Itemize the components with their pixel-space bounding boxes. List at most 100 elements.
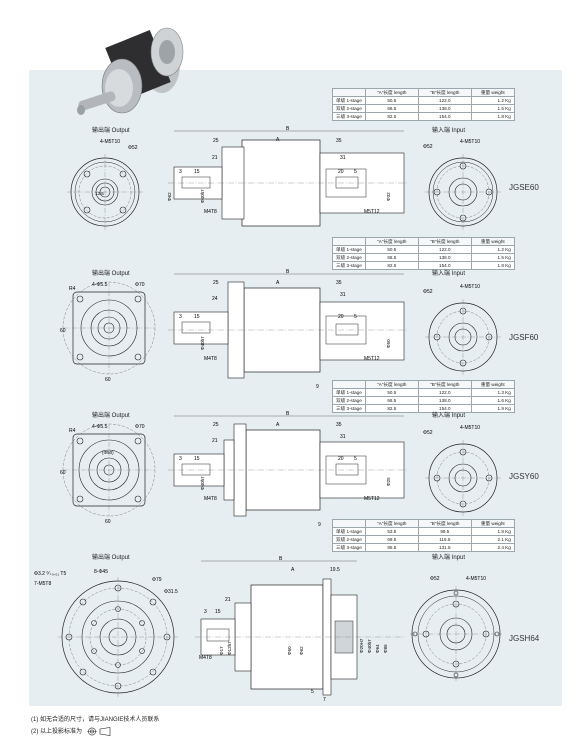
svg-text:M4T8: M4T8: [204, 356, 217, 362]
svg-text:Φ40h7: Φ40h7: [200, 476, 205, 490]
svg-text:60: 60: [60, 470, 66, 476]
svg-text:20: 20: [338, 314, 344, 320]
svg-text:Φ79: Φ79: [152, 577, 162, 583]
input-label: 输入端 Input: [432, 555, 466, 561]
svg-text:Φ64: Φ64: [375, 644, 380, 653]
svg-text:Φ52: Φ52: [423, 289, 433, 295]
svg-text:R4: R4: [69, 428, 76, 434]
svg-text:Φ62: Φ62: [299, 646, 304, 655]
output-flange-view-jgsh64: 8-Φ45 Φ3.2 ⁰⁄₊₀.₀₁ T5 7-M5T8 Φ79 Φ31.5: [34, 569, 178, 697]
svg-text:Φ70: Φ70: [135, 424, 145, 430]
svg-text:M4T8: M4T8: [204, 209, 217, 215]
svg-text:Φ52: Φ52: [423, 430, 433, 436]
svg-text:21: 21: [225, 597, 231, 603]
projection-symbol-icon: [86, 727, 110, 736]
svg-text:Φ40h7: Φ40h7: [367, 639, 372, 653]
output-label: 输出端 Output: [92, 271, 130, 277]
svg-text:25: 25: [213, 280, 219, 286]
model-name: JGSY60: [509, 472, 539, 481]
svg-text:21: 21: [212, 155, 218, 161]
model-name: JGSH64: [509, 634, 540, 643]
footnote-1: (1) 如无合适的尺寸，请与JIANGIE技术人员联系: [31, 717, 160, 723]
input-label: 输入端 Input: [432, 413, 466, 419]
footnote-2: (2) 以上投影标准为: [31, 726, 113, 736]
input-flange-view-jgse60: 4-M5T10 Φ52: [423, 139, 501, 230]
svg-text:60: 60: [60, 328, 66, 334]
b-length-header: "B"长度 length: [417, 88, 472, 97]
svg-text:21: 21: [212, 438, 218, 444]
gearbox-photo: [77, 27, 184, 115]
svg-text:M4T8: M4T8: [204, 496, 217, 502]
input-flange-view-jgsh64: 4-M5T10 Φ52: [410, 576, 502, 682]
svg-text:60: 60: [105, 377, 111, 383]
svg-text:Φ31.5: Φ31.5: [164, 589, 178, 595]
svg-text:5: 5: [311, 689, 314, 695]
svg-text:Φ70: Φ70: [135, 282, 145, 288]
svg-text:15: 15: [194, 169, 200, 175]
svg-text:24: 24: [212, 296, 218, 302]
svg-text:3: 3: [179, 169, 182, 175]
svg-text:7-M5T8: 7-M5T8: [34, 581, 51, 587]
weight-header: 重量 weight: [470, 88, 515, 97]
svg-text:25: 25: [213, 138, 219, 144]
dim-label: Φ52: [128, 145, 138, 151]
svg-text:Φ52: Φ52: [430, 576, 440, 582]
svg-text:20: 20: [338, 456, 344, 462]
svg-text:5: 5: [354, 169, 357, 175]
output-flange-view-jgsf60: R4 4-Φ5.5 Φ70 60 60: [60, 281, 156, 383]
svg-text:B: B: [286, 411, 290, 417]
svg-text:Φ12h7: Φ12h7: [227, 641, 232, 655]
svg-text:B: B: [279, 556, 283, 562]
stage-header: [332, 88, 366, 97]
side-view-jgsy60: B A 25 35 21 31 15 3 20 5 M4T8 M5T12 9 Φ…: [168, 411, 408, 528]
dim-label: 4-M5T10: [100, 139, 120, 145]
svg-text:60: 60: [105, 519, 111, 525]
svg-text:Φ25: Φ25: [386, 477, 391, 486]
svg-text:M5T12: M5T12: [364, 496, 380, 502]
svg-text:R4: R4: [69, 286, 76, 292]
svg-text:(Φ50): (Φ50): [102, 450, 114, 455]
svg-text:4-Φ5.5: 4-Φ5.5: [92, 424, 108, 430]
svg-text:4-M5T10: 4-M5T10: [460, 284, 480, 290]
svg-text:31: 31: [340, 292, 346, 298]
svg-text:4-M5T10: 4-M5T10: [460, 139, 480, 145]
svg-text:9: 9: [316, 384, 319, 390]
output-label: 输出端 Output: [92, 413, 130, 419]
svg-text:4-M5T10: 4-M5T10: [460, 425, 480, 431]
svg-text:Φ40h7: Φ40h7: [200, 336, 205, 350]
svg-text:Φ52: Φ52: [423, 144, 433, 150]
dim-label: 13.5: [95, 191, 104, 196]
svg-text:A: A: [276, 280, 280, 286]
input-label: 输入端 Input: [432, 271, 466, 277]
svg-text:Φ62: Φ62: [167, 192, 172, 201]
footnote-2-text: (2) 以上投影标准为: [31, 729, 83, 735]
svg-text:20: 20: [338, 169, 344, 175]
svg-text:M5T12: M5T12: [364, 209, 380, 215]
svg-text:Φ50: Φ50: [386, 339, 391, 348]
svg-text:4-Φ5.5: 4-Φ5.5: [92, 282, 108, 288]
svg-text:B: B: [286, 126, 290, 132]
output-flange-view-jgsy60: R4 4-Φ5.5 Φ70 (Φ50) 60 60: [60, 423, 156, 525]
svg-text:Φ17: Φ17: [219, 646, 224, 655]
input-flange-view-jgsf60: 4-M5T10 Φ52: [423, 284, 501, 375]
svg-text:25: 25: [213, 422, 219, 428]
svg-text:3: 3: [179, 456, 182, 462]
svg-text:Φ3.2 ⁰⁄₊₀.₀₁ T5: Φ3.2 ⁰⁄₊₀.₀₁ T5: [34, 571, 66, 577]
svg-text:31: 31: [340, 434, 346, 440]
output-label: 输出端 Output: [92, 128, 130, 134]
svg-text:Φ20H7: Φ20H7: [359, 638, 364, 653]
output-flange-view-jgse60: 4-M5T10 Φ52 13.5: [67, 139, 143, 230]
svg-text:8-Φ45: 8-Φ45: [94, 569, 108, 575]
svg-text:15: 15: [194, 456, 200, 462]
